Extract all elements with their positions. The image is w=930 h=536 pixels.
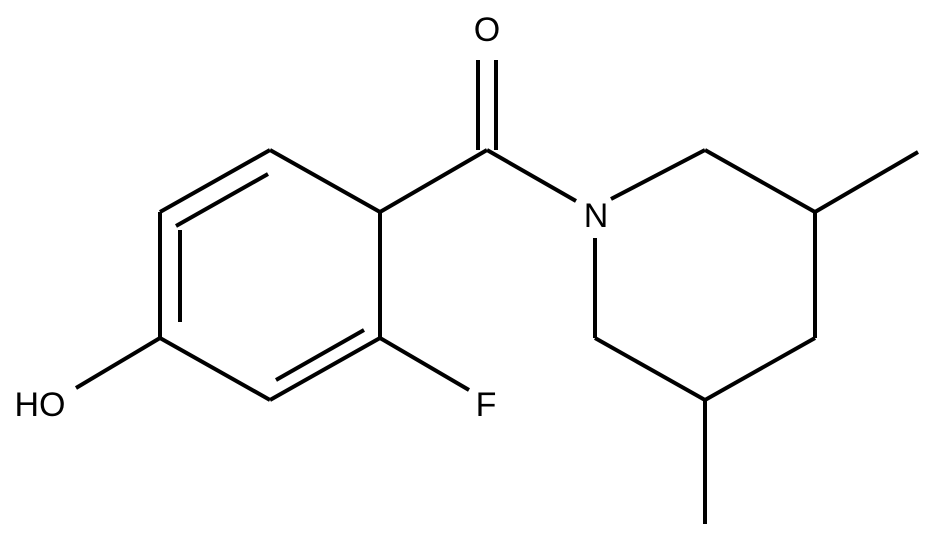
oxygen-atom-label: O	[474, 11, 500, 49]
methyl-bond-c3	[813, 150, 920, 214]
hydroxyl-group-label: HO	[15, 386, 66, 424]
bond-ring-to-fluorine	[378, 336, 471, 392]
bond-carbonyl-to-n	[486, 148, 577, 203]
double-bond-inner-bottom	[275, 328, 365, 382]
bond-c2-to-c3	[704, 148, 816, 214]
bond-c5-to-c6	[594, 336, 706, 402]
bond-ring-to-hydroxyl	[74, 336, 162, 390]
piperidine-ring	[593, 148, 920, 524]
double-bond-inner-top	[175, 172, 269, 228]
bond-ring-to-carbonyl	[378, 148, 489, 214]
fluorine-atom-label: F	[476, 386, 497, 424]
nitrogen-atom-label: N	[584, 197, 609, 235]
bond-ring-c2-c3	[269, 148, 381, 214]
bond-ring-c4-c5	[269, 336, 381, 402]
bond-ring-c1-c2	[159, 148, 271, 214]
bond-ring-c5-c6	[159, 336, 271, 402]
benzene-ring	[158, 148, 382, 402]
bond-n-to-c2	[610, 148, 706, 201]
bond-c4-to-c5	[704, 336, 816, 402]
carbonyl-group	[378, 60, 577, 214]
